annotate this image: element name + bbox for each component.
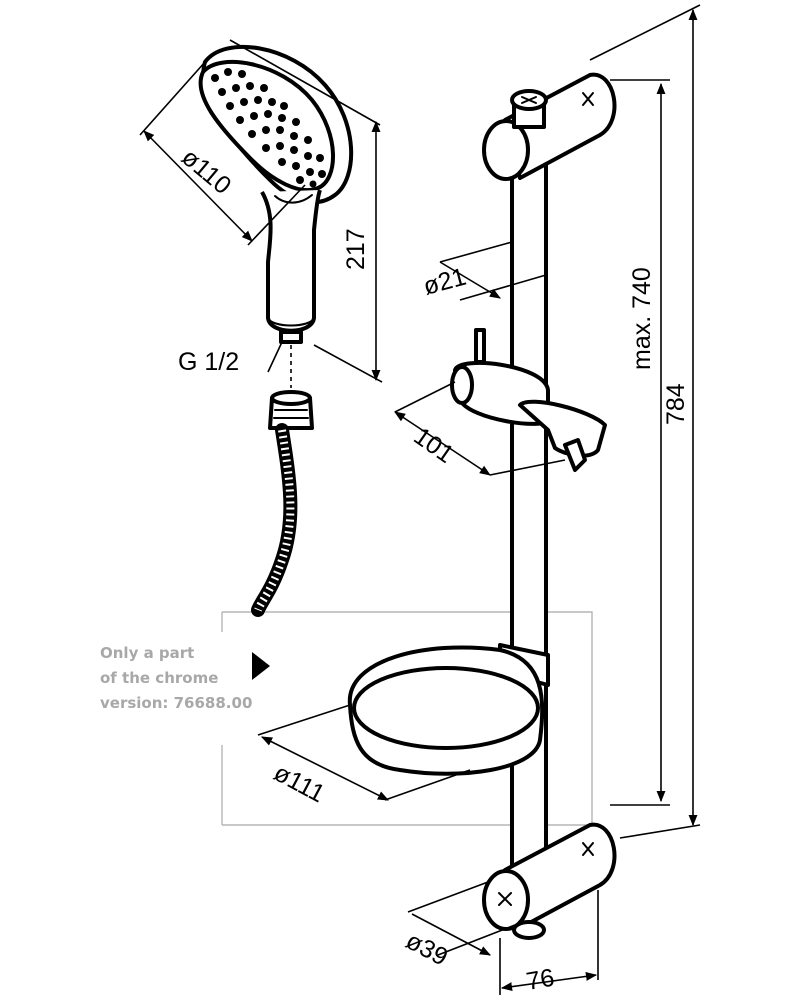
- note-line-2: of the chrome: [100, 669, 218, 687]
- slide-rail: [510, 118, 548, 892]
- optional-part-outline: [221, 611, 593, 826]
- optional-part-note: Only a part of the chrome version: 76688…: [100, 644, 270, 712]
- slider-holder: [450, 328, 607, 472]
- dim-bracket-diameter: ø39: [401, 927, 452, 972]
- dim-total-height: 784: [662, 383, 690, 425]
- top-wall-bracket: [482, 72, 617, 181]
- hand-shower: [198, 44, 354, 344]
- dim-head-diameter: ø110: [176, 143, 236, 200]
- dim-max-height: max. 740: [628, 267, 656, 370]
- spray-nozzles: [211, 68, 326, 188]
- dim-rail-diameter: ø21: [420, 263, 469, 301]
- note-line-3: version: 76688.00: [100, 694, 252, 712]
- dim-handle-length: 217: [342, 228, 370, 270]
- note-line-1: Only a part: [100, 644, 194, 662]
- dimension-lines: [139, 4, 701, 995]
- shower-hose: [251, 345, 314, 617]
- dim-thread: G 1/2: [178, 348, 239, 376]
- dim-bracket-depth: 76: [524, 964, 556, 996]
- soap-dish: [347, 643, 550, 776]
- dim-slider-width: 101: [409, 422, 459, 469]
- pointer-triangle-icon: [252, 652, 270, 680]
- bottom-wall-bracket: [482, 822, 617, 940]
